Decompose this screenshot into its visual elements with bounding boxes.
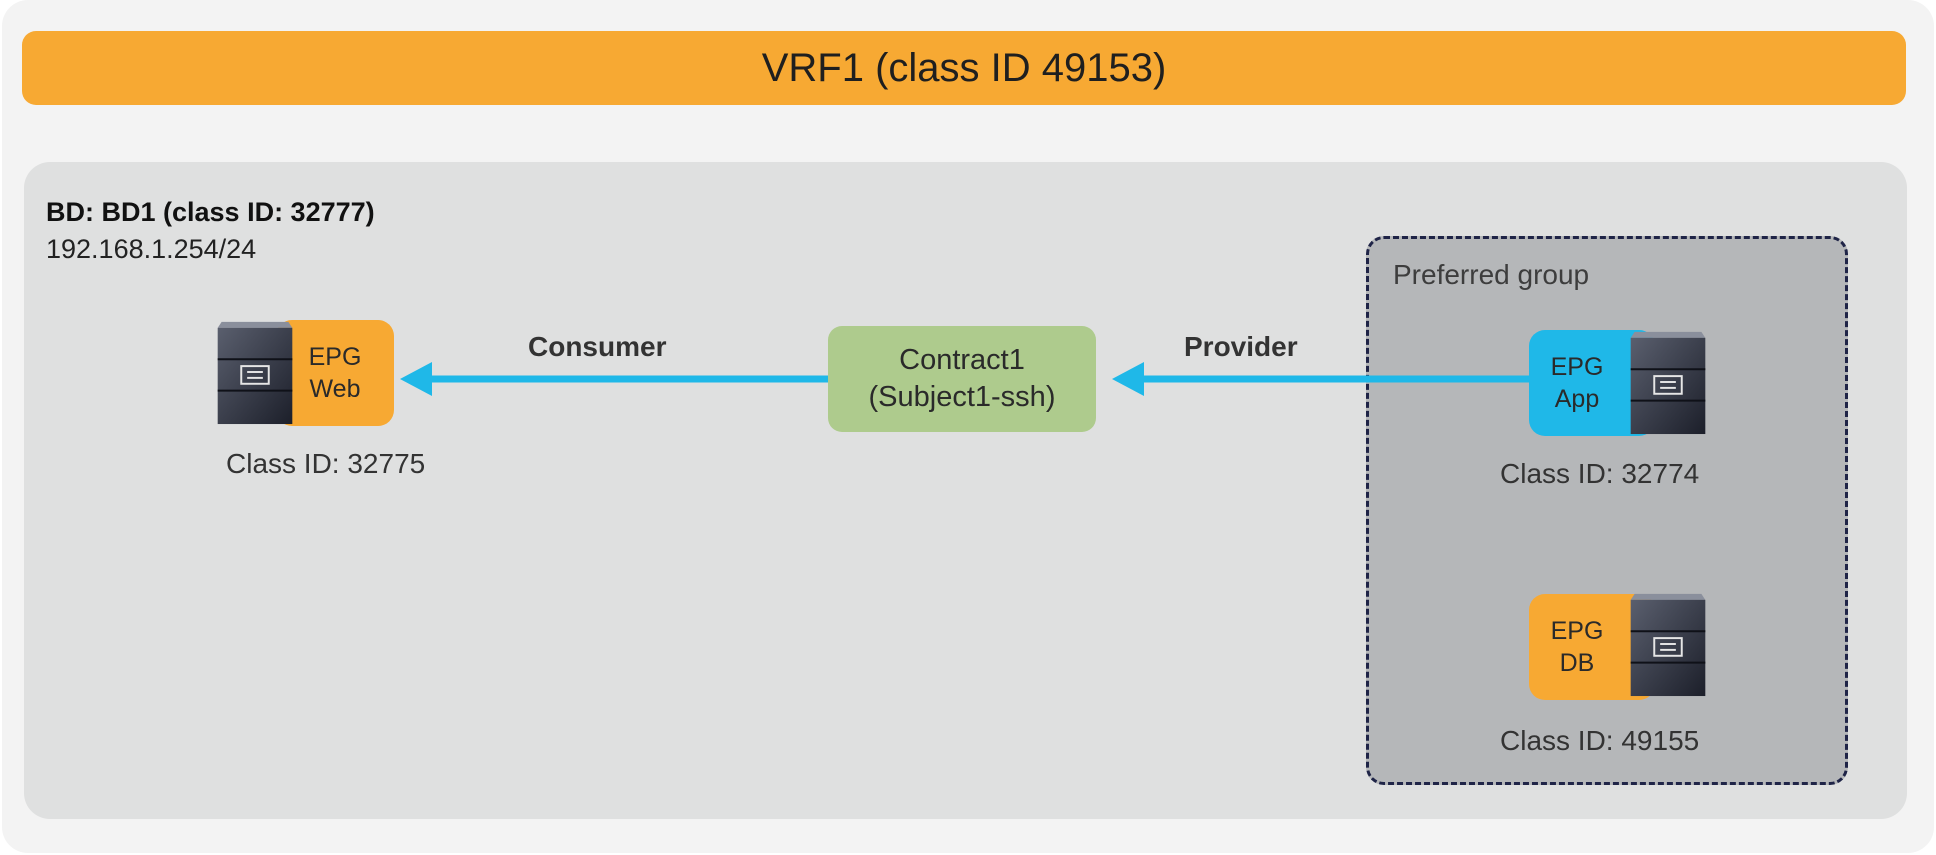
epg-app-class-id: Class ID: 32774 xyxy=(1500,458,1700,489)
vrf-banner: VRF1 (class ID 49153) xyxy=(22,31,1906,105)
epg-db-class-id: Class ID: 49155 xyxy=(1500,725,1700,756)
epg-db-line1: EPG xyxy=(1550,617,1604,645)
consumer-label: Consumer xyxy=(528,331,667,362)
epg-app-line1: EPG xyxy=(1550,353,1604,381)
consumer-arrowhead xyxy=(400,362,432,396)
provider-arrowhead xyxy=(1112,362,1144,396)
provider-label: Provider xyxy=(1184,331,1298,362)
bd-subnet: 192.168.1.254/24 xyxy=(46,234,257,264)
server-icon xyxy=(1630,331,1706,435)
epg-db-line2: DB xyxy=(1559,649,1595,677)
vrf-title: VRF1 (class ID 49153) xyxy=(761,45,1167,90)
contract-box: Contract1 (Subject1-ssh) xyxy=(828,326,1096,432)
epg-web-line1: EPG xyxy=(308,343,362,371)
server-icon xyxy=(217,321,293,425)
epg-web-box: EPG Web xyxy=(276,320,394,426)
preferred-group-label: Preferred group xyxy=(1393,259,1590,290)
server-icon xyxy=(1630,593,1706,697)
epg-app-line2: App xyxy=(1554,385,1600,413)
epg-web-line2: Web xyxy=(309,375,361,403)
bd-title: BD: BD1 (class ID: 32777) xyxy=(46,197,375,227)
epg-web-class-id: Class ID: 32775 xyxy=(226,448,426,479)
contract-subject: (Subject1-ssh) xyxy=(868,381,1056,413)
contract-name: Contract1 xyxy=(899,344,1025,376)
